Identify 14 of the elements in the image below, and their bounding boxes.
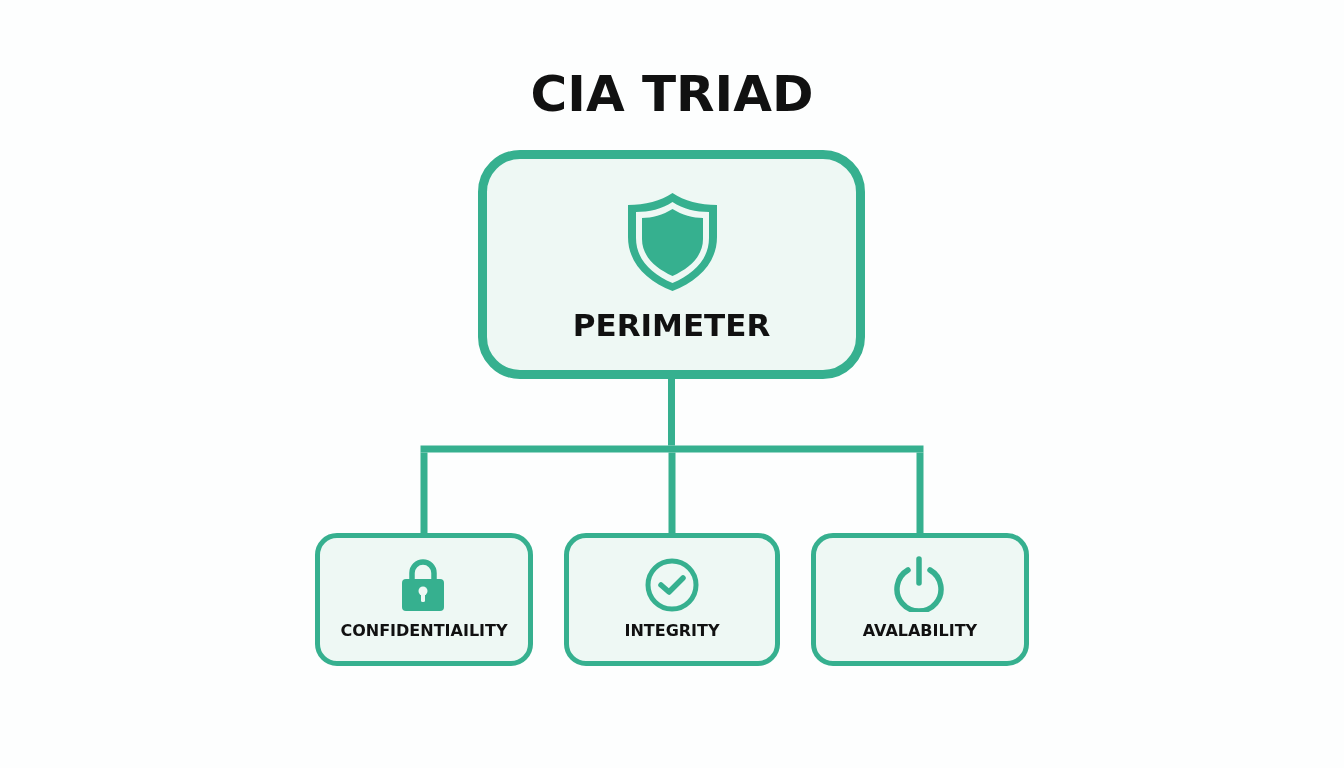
node-label: PERIMETER bbox=[571, 307, 772, 344]
connector-line bbox=[668, 452, 676, 533]
connector-line bbox=[420, 445, 924, 453]
pillar-box bbox=[811, 533, 1029, 666]
connector-line bbox=[916, 452, 924, 533]
pillar-box bbox=[315, 533, 533, 666]
diagram-title: CIA TRIAD bbox=[529, 64, 815, 124]
root-box bbox=[478, 150, 865, 379]
connector-line bbox=[420, 452, 428, 533]
node-label: CONFIDENTIAILITY bbox=[339, 621, 509, 640]
connector-line bbox=[668, 379, 675, 446]
pillar-box bbox=[564, 533, 780, 666]
node-label: AVALABILITY bbox=[861, 621, 979, 640]
node-label: INTEGRITY bbox=[623, 621, 721, 640]
